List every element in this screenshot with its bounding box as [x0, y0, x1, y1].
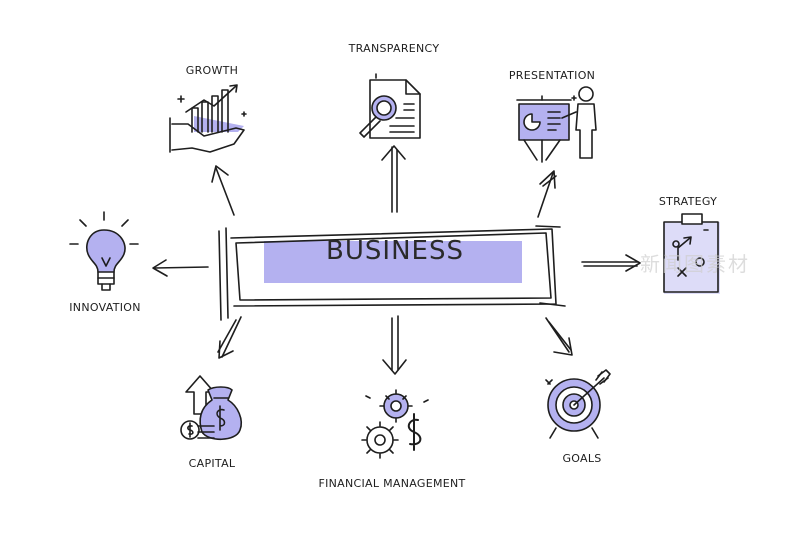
growth-label: GROWTH	[185, 64, 239, 77]
arrow-to-presentation	[537, 170, 557, 218]
strategy-icon	[663, 213, 720, 294]
business-label: BUSINESS	[326, 236, 464, 266]
arrow-to-goals	[545, 317, 573, 356]
arrow-to-transparency	[381, 145, 406, 213]
goals-icon	[545, 369, 611, 439]
transparency-icon	[359, 73, 421, 139]
strategy-label: STRATEGY	[658, 195, 718, 208]
financial-management-icon	[361, 389, 429, 459]
arrow-to-capital	[217, 316, 242, 359]
growth-icon	[169, 84, 247, 153]
innovation-label: INNOVATION	[69, 301, 141, 314]
presentation-icon	[516, 86, 597, 163]
watermark-text: 新闻图素材	[640, 252, 750, 276]
arrow-to-growth	[211, 165, 235, 216]
arrow-to-strategy	[581, 254, 641, 272]
capital-icon	[180, 375, 243, 441]
arrow-to-innovation	[152, 259, 209, 277]
innovation-icon	[69, 211, 139, 291]
goals-label: GOALS	[562, 452, 602, 465]
presentation-label: PRESENTATION	[508, 69, 596, 82]
transparency-label: TRANSPARENCY	[348, 42, 440, 55]
arrow-to-financial-management	[382, 315, 407, 375]
financial-management-label: FINANCIAL MANAGEMENT	[318, 477, 466, 490]
business-center-box	[218, 225, 566, 321]
capital-label: CAPITAL	[188, 457, 236, 470]
